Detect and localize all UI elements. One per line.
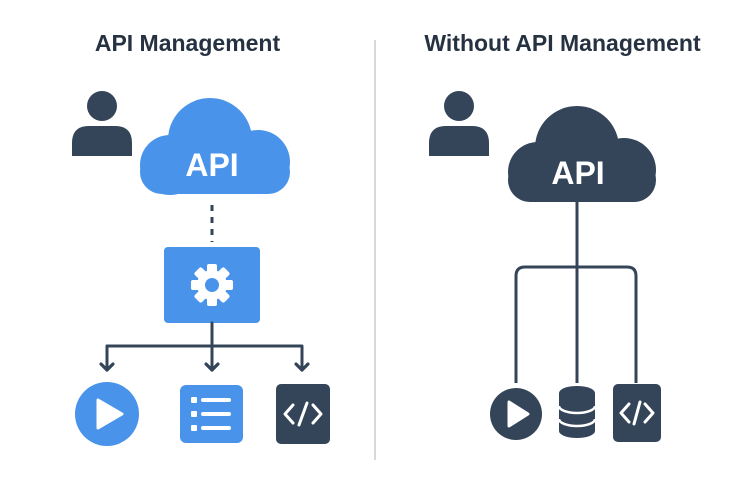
gateway-box: [164, 247, 260, 323]
database-icon: [557, 386, 597, 438]
play-icon: [490, 388, 542, 440]
distribution-arrows: [107, 321, 302, 370]
left-panel-title: API Management: [94, 30, 281, 56]
user-icon: [72, 91, 132, 156]
api-cloud-icon: API: [508, 106, 656, 202]
user-icon: [429, 91, 489, 156]
code-icon: [613, 384, 661, 442]
gear-icon: [191, 264, 233, 306]
list-icon: [180, 385, 243, 443]
code-icon: [276, 384, 330, 444]
play-icon: [75, 382, 139, 446]
api-cloud-icon: API: [140, 98, 290, 195]
direct-connections: [514, 202, 638, 383]
right-panel-title: Without API Management: [424, 30, 701, 56]
cloud-label: API: [551, 155, 604, 191]
cloud-label: API: [185, 147, 238, 183]
